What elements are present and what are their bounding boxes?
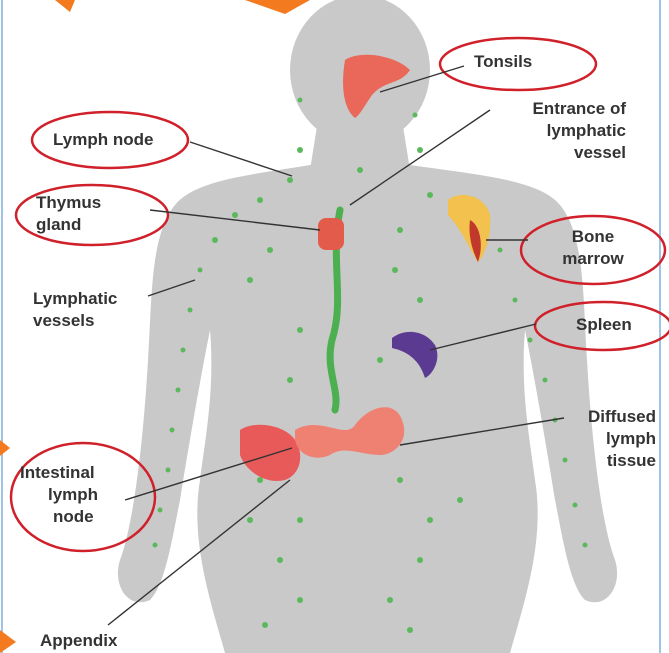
label-thymus-line-1: Thymus bbox=[36, 192, 101, 214]
thymus-organ bbox=[318, 218, 344, 250]
label-bone-line-1: Bone bbox=[548, 226, 638, 248]
label-lymphatic-line-2: vessels bbox=[33, 310, 117, 332]
label-intestinal-line-3: node bbox=[20, 506, 98, 528]
label-lymphatic-line-1: Lymphatic bbox=[33, 288, 117, 310]
orange-accent-top-left bbox=[55, 0, 75, 12]
label-diffused-line-2: lymph bbox=[540, 428, 656, 450]
label-thymus-gland: Thymus gland bbox=[36, 192, 101, 236]
label-diffused-lymph-tissue: Diffused lymph tissue bbox=[540, 406, 656, 472]
label-thymus-line-2: gland bbox=[36, 214, 101, 236]
label-diffused-line-1: Diffused bbox=[540, 406, 656, 428]
orange-accent-left-mid bbox=[0, 440, 10, 456]
label-lymphatic-vessels: Lymphatic vessels bbox=[33, 288, 117, 332]
label-bone-line-2: marrow bbox=[548, 248, 638, 270]
label-entrance-line-2: lymphatic bbox=[480, 120, 626, 142]
label-intestinal-lymph-node: Intestinal lymph node bbox=[20, 462, 98, 528]
label-entrance-line-3: vessel bbox=[480, 142, 626, 164]
label-appendix: Appendix bbox=[40, 630, 117, 652]
label-intestinal-line-1: Intestinal bbox=[20, 462, 98, 484]
label-entrance-line-1: Entrance of bbox=[480, 98, 626, 120]
label-lymph-node: Lymph node bbox=[53, 129, 153, 151]
orange-accent-left-bottom bbox=[0, 630, 16, 653]
label-diffused-line-3: tissue bbox=[540, 450, 656, 472]
label-tonsils: Tonsils bbox=[474, 51, 532, 73]
orange-accent-top-middle bbox=[245, 0, 310, 14]
label-spleen: Spleen bbox=[576, 314, 632, 336]
label-bone-marrow: Bone marrow bbox=[548, 226, 638, 270]
label-entrance-of-lymphatic-vessel: Entrance of lymphatic vessel bbox=[480, 98, 626, 164]
label-intestinal-line-2: lymph bbox=[20, 484, 98, 506]
